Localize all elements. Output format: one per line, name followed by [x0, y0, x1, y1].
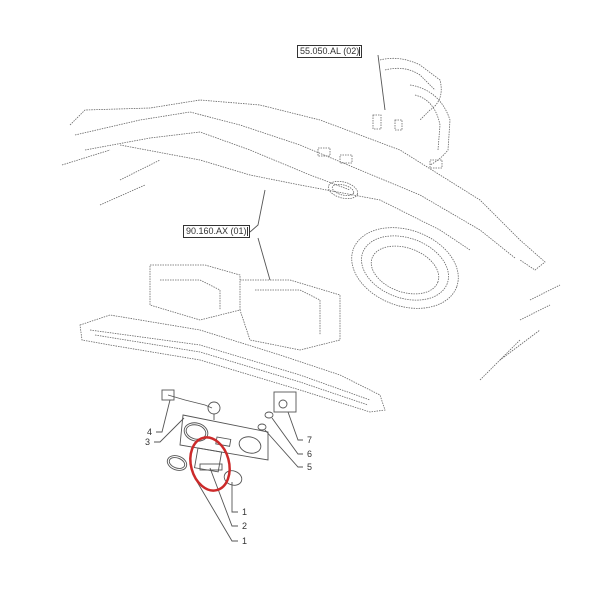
reference-55-050-al[interactable]: 55.050.AL (02) — [297, 45, 363, 58]
lower-trim — [79, 314, 386, 413]
part-4-switch — [167, 394, 213, 409]
part-1-bezel-left — [166, 455, 188, 471]
callout-4: 4 — [147, 427, 153, 437]
callout-2: 2 — [242, 521, 248, 531]
dashboard-shell — [69, 99, 546, 271]
callout-7: 7 — [307, 435, 313, 445]
part-3-panel — [179, 414, 269, 461]
part-6-ring — [264, 411, 274, 419]
highlight-circle — [189, 436, 231, 492]
part-2-module — [194, 447, 223, 473]
part-7-switch — [273, 391, 297, 413]
callout-1-lower: 1 — [242, 536, 248, 546]
part-5-ring — [257, 423, 267, 431]
callout-1-upper: 1 — [242, 507, 248, 517]
callout-5: 5 — [307, 462, 313, 472]
part-1-bezel-right — [223, 470, 243, 486]
wiring-harness — [379, 57, 442, 121]
instrument-cluster — [149, 264, 241, 321]
callout-6: 6 — [307, 449, 313, 459]
reference-90-160-ax[interactable]: 90.160.AX (01) — [183, 225, 250, 238]
callout-3: 3 — [145, 437, 151, 447]
